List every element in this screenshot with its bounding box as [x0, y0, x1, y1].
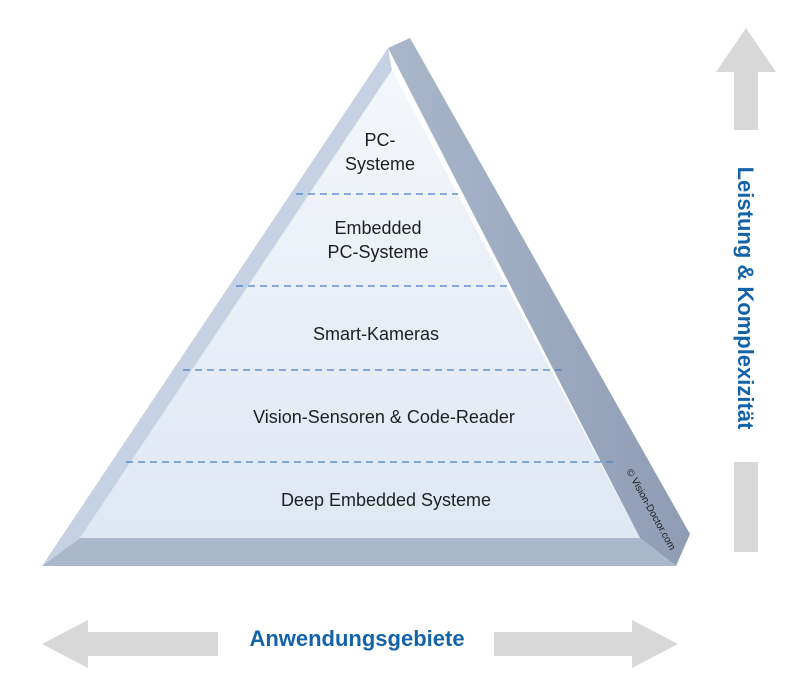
vertical-arrow-shaft-bottom	[734, 462, 758, 552]
level-line: Deep Embedded Systeme	[280, 490, 492, 510]
up-arrow-icon	[716, 28, 776, 130]
level-pc-systeme: PC- Systeme	[345, 128, 415, 176]
axis-vertical-label: Leistung & Komplexizität	[733, 166, 758, 430]
pyramid-right-side	[388, 38, 690, 566]
level-line: PC-Systeme	[327, 242, 429, 262]
right-arrow-icon	[494, 620, 678, 668]
left-arrow-icon	[42, 620, 218, 668]
pyramid-left-edge	[42, 48, 392, 566]
level-line: Systeme	[344, 154, 416, 174]
axis-horizontal-label: Anwendungsgebiete	[249, 626, 465, 651]
level-smart-kameras: Smart-Kameras	[313, 322, 439, 346]
level-embedded-pc-systeme: Embedded PC-Systeme	[327, 216, 428, 264]
pyramid-base	[42, 538, 676, 566]
level-vision-sensoren: Vision-Sensoren & Code-Reader	[253, 405, 515, 429]
pyramid-front-face	[80, 70, 640, 538]
level-line: PC-	[364, 130, 396, 150]
level-deep-embedded: Deep Embedded Systeme	[281, 488, 491, 512]
level-line: Embedded	[334, 218, 422, 238]
level-line: Vision-Sensoren & Code-Reader	[253, 407, 515, 427]
level-line: Smart-Kameras	[312, 324, 440, 344]
